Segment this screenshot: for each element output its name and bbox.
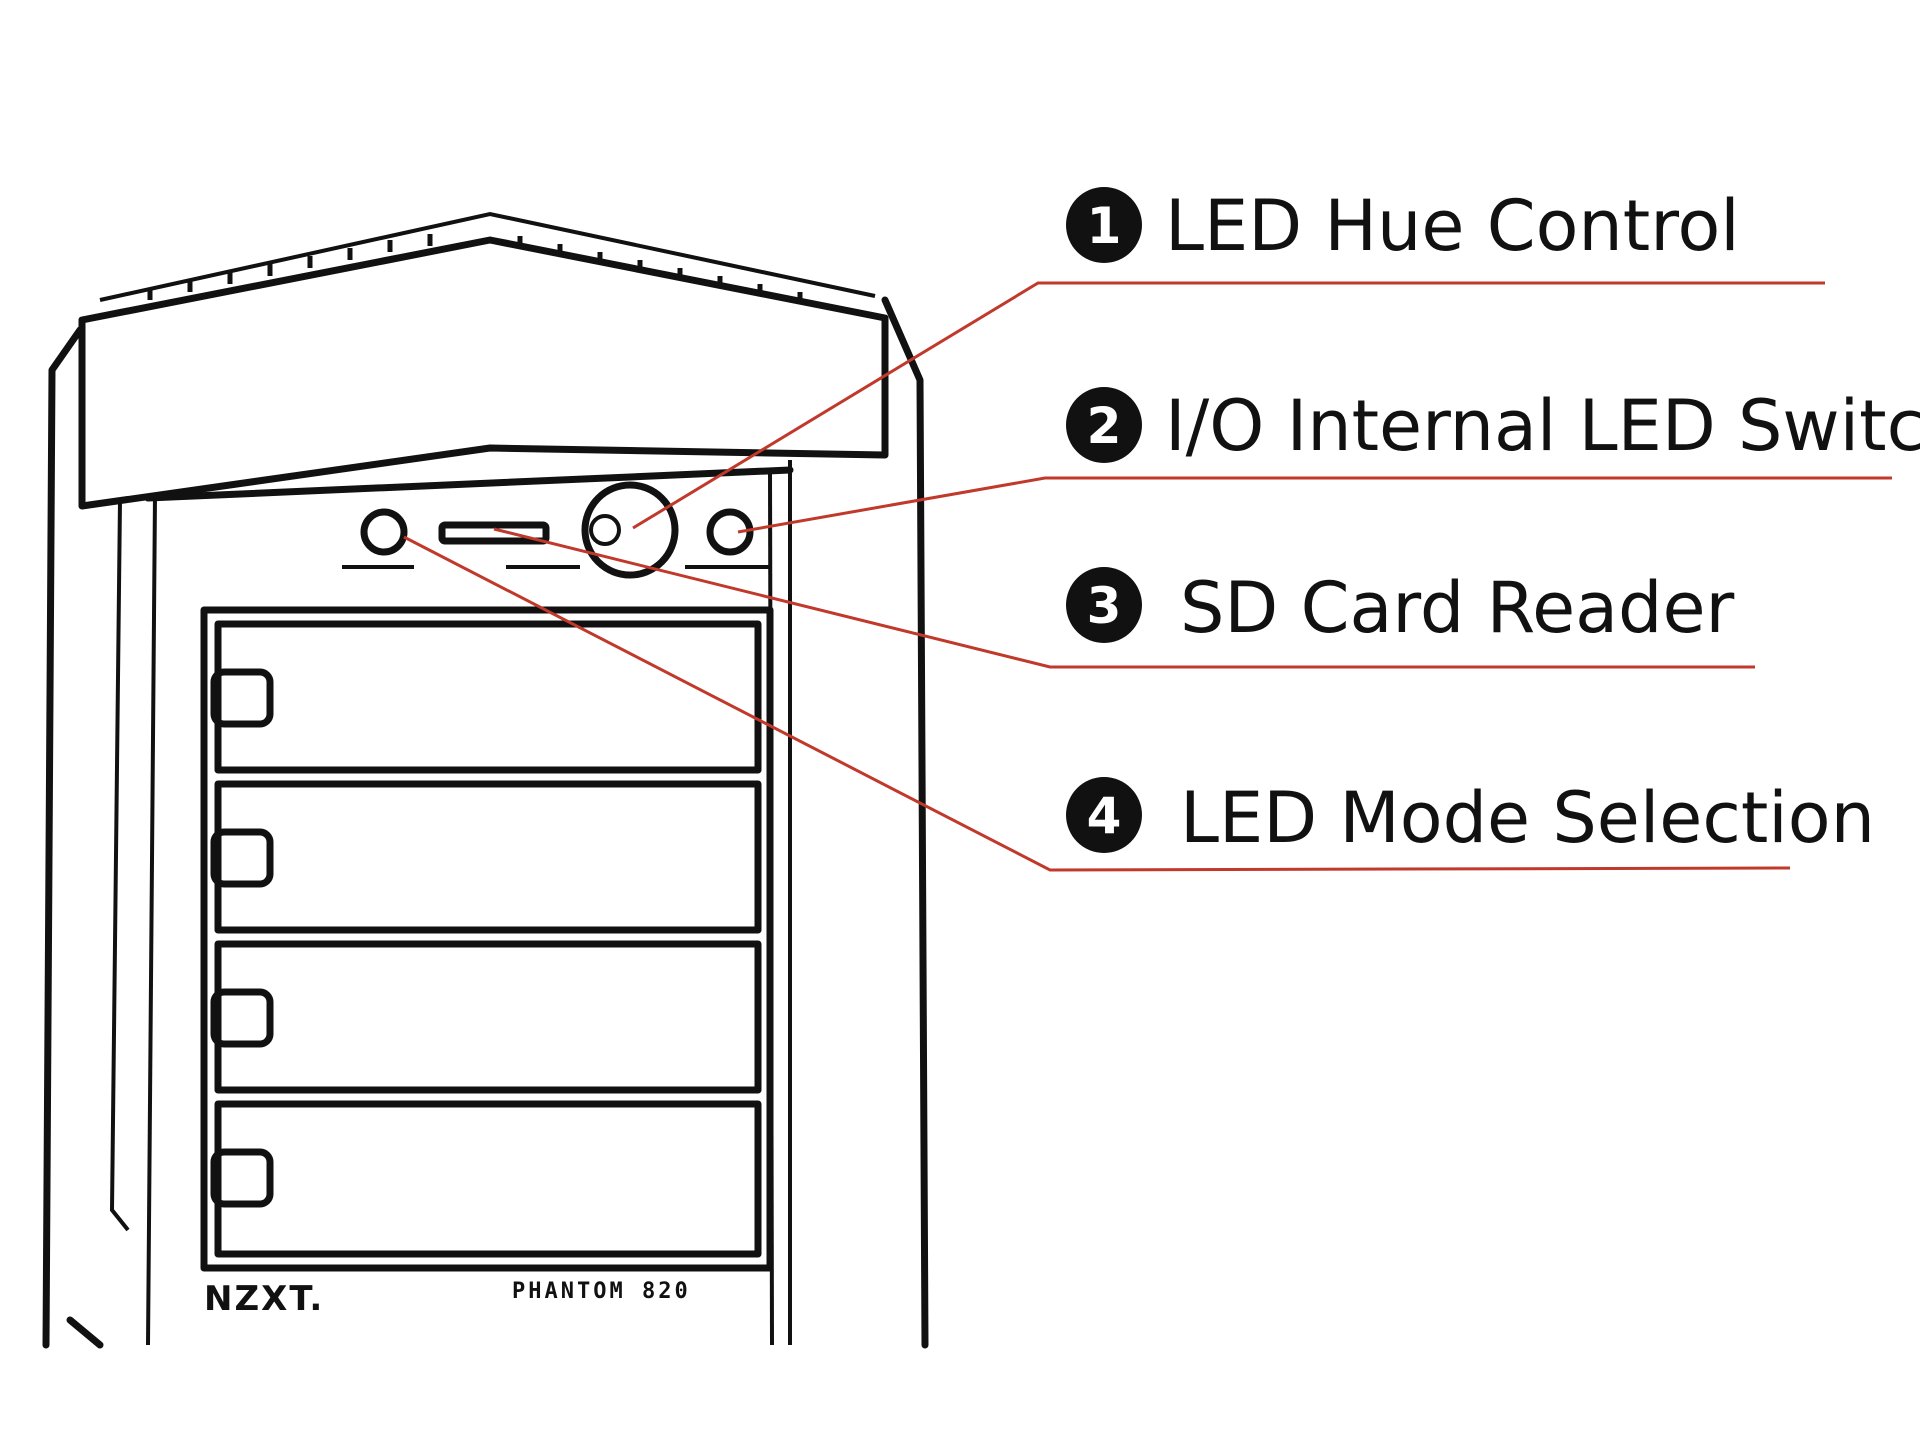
leader-line-2 xyxy=(737,476,1892,534)
leader-lines xyxy=(403,281,1892,872)
led-mode-button xyxy=(360,508,408,556)
callout-number-4: 4 xyxy=(1087,787,1122,845)
case-bottom-corner xyxy=(66,1316,104,1349)
case-left-side xyxy=(42,326,84,1349)
drive-bay-latch xyxy=(210,828,274,888)
sd-card-slot xyxy=(438,521,550,545)
callout-badge-3 xyxy=(1066,567,1142,643)
leader-line-3 xyxy=(493,527,1755,669)
callout-badge-2 xyxy=(1066,387,1142,463)
callout-number-2: 2 xyxy=(1087,397,1122,455)
callout-label-1: LED Hue Control xyxy=(1165,185,1740,267)
callout-1: 1 LED Hue Control xyxy=(1066,185,1740,267)
callout-label-3: SD Card Reader xyxy=(1180,567,1735,649)
callout-badge-4 xyxy=(1066,777,1142,853)
callout-3: 3 SD Card Reader xyxy=(1066,567,1735,649)
drive-bay-frame xyxy=(200,606,774,1272)
case-left-inner-edge xyxy=(109,499,130,1232)
drive-bays xyxy=(214,620,762,1258)
drive-bay-3 xyxy=(214,940,762,1094)
drive-bay-1 xyxy=(214,620,762,774)
case-top-vent-edge xyxy=(99,211,876,302)
callout-number-3: 3 xyxy=(1087,577,1122,635)
drive-bay-latch xyxy=(210,1148,274,1208)
brand-logo: NZXT. xyxy=(204,1279,324,1319)
callout-label-2: I/O Internal LED Switch xyxy=(1165,385,1920,467)
hue-control-knob-center xyxy=(589,514,621,546)
case-front-face xyxy=(144,466,794,502)
callout-badge-1 xyxy=(1066,187,1142,263)
callout-number-1: 1 xyxy=(1087,197,1122,255)
leader-line-4 xyxy=(403,535,1791,872)
drive-bay-latch xyxy=(210,988,274,1048)
case-right-side xyxy=(881,296,929,1349)
case-top-vents xyxy=(147,234,803,304)
callout-2: 2 I/O Internal LED Switch xyxy=(1066,385,1920,467)
pc-case-illustration: NZXT. PHANTOM 820 xyxy=(42,211,929,1349)
callout-label-4: LED Mode Selection xyxy=(1180,777,1875,859)
model-name: PHANTOM 820 xyxy=(512,1279,691,1304)
callout-4: 4 LED Mode Selection xyxy=(1066,777,1875,859)
case-top-cover xyxy=(78,236,889,510)
drive-bay-latch xyxy=(210,668,274,728)
hue-control-knob xyxy=(581,481,679,579)
internal-led-switch xyxy=(706,508,754,556)
drive-bay-2 xyxy=(214,780,762,934)
case-left-inner-edge-2 xyxy=(146,494,157,1346)
drive-bay-latches xyxy=(210,668,274,1208)
leader-line-1 xyxy=(632,281,1825,530)
drive-bay-4 xyxy=(214,1100,762,1258)
